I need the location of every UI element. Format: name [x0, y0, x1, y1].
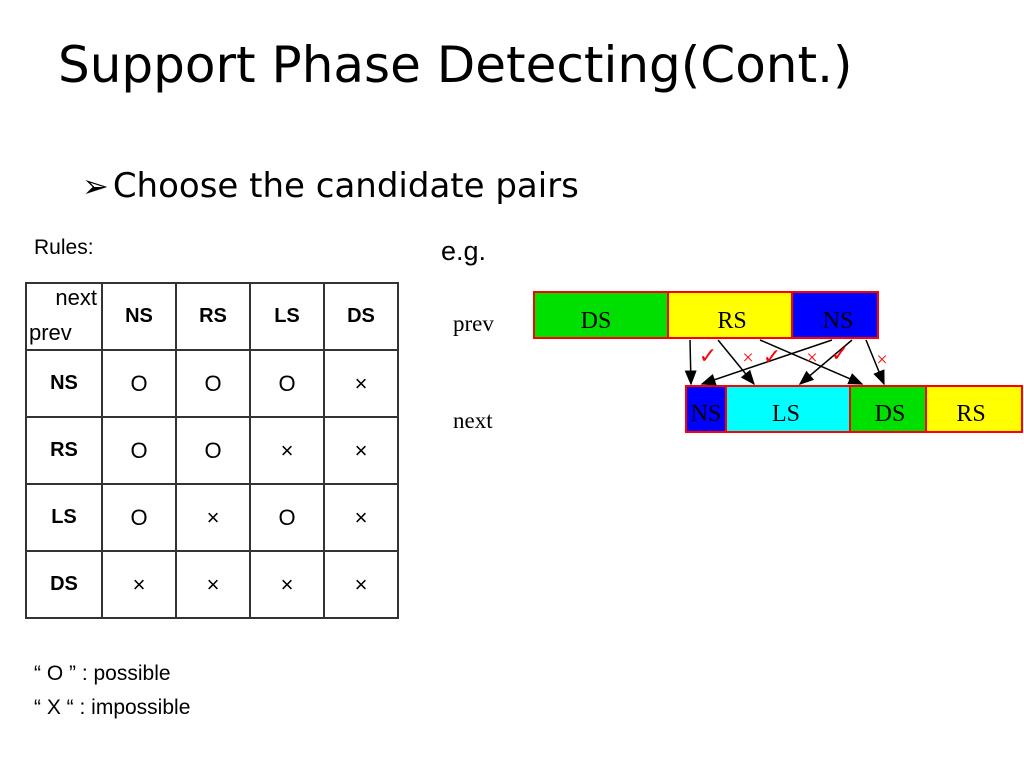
next-segment-label: RS [956, 401, 985, 427]
rule-cell: O [175, 349, 251, 418]
column-header: DS [323, 282, 399, 351]
rule-cell: × [249, 550, 325, 619]
check-mark-icon: ✓ [831, 341, 849, 366]
bullet-text: Choose the candidate pairs [112, 166, 579, 206]
cross-mark-icon: × [806, 347, 817, 369]
pair-arrow [798, 339, 853, 385]
column-header: NS [101, 282, 177, 351]
rule-cell: × [175, 483, 251, 552]
table-header-row: next prev NS RS LS DS [25, 282, 399, 351]
next-segment-ls [725, 385, 851, 433]
prev-segment-label: DS [581, 308, 612, 334]
rule-cell: × [249, 416, 325, 485]
next-segment-ds [849, 385, 927, 433]
arrow-bullet-icon: ➢ [82, 167, 109, 205]
cross-mark-icon: × [876, 349, 887, 371]
rule-cell: × [323, 550, 399, 619]
example-label: e.g. [441, 236, 487, 266]
prev-segment-rs [667, 291, 793, 339]
row-header: DS [25, 550, 103, 619]
table-row: RS O O × × [25, 416, 399, 485]
row-header: LS [25, 483, 103, 552]
rule-cell: O [175, 416, 251, 485]
bullet-item: ➢Choose the candidate pairs [82, 163, 579, 209]
legend: “ O ” : possible “ X “ : impossible [34, 657, 190, 725]
next-segment-ns [685, 385, 727, 433]
rule-cell: O [101, 349, 177, 418]
table-row: LS O × O × [25, 483, 399, 552]
check-mark-icon: ✓ [763, 344, 781, 369]
corner-prev-label: prev [29, 320, 72, 345]
table-row: NS O O O × [25, 349, 399, 418]
next-segment-rs [925, 385, 1023, 433]
row-header: RS [25, 416, 103, 485]
legend-impossible: “ X “ : impossible [34, 696, 191, 719]
rule-cell: O [101, 416, 177, 485]
rules-label: Rules: [34, 236, 94, 259]
legend-possible: “ O ” : possible [34, 662, 171, 685]
rule-cell: × [175, 550, 251, 619]
pair-arrow [865, 339, 885, 386]
rule-cell: × [101, 550, 177, 619]
pair-arrow [700, 339, 833, 386]
rule-cell: × [323, 483, 399, 552]
pair-arrow [759, 339, 864, 385]
rule-cell: × [323, 416, 399, 485]
next-label: next [453, 408, 493, 433]
rule-cell: O [249, 349, 325, 418]
next-segment-label: DS [875, 401, 906, 427]
rule-cell: O [249, 483, 325, 552]
column-header: LS [249, 282, 325, 351]
prev-segment-ns [791, 291, 879, 339]
prev-segment-label: NS [823, 308, 854, 334]
prev-label: prev [453, 311, 494, 336]
page-title: Support Phase Detecting(Cont.) [58, 36, 853, 94]
corner-next-label: next [55, 285, 97, 310]
next-segment-label: LS [772, 401, 800, 427]
table-corner-cell: next prev [25, 282, 103, 351]
prev-segment-ds [533, 291, 669, 339]
pair-arrow [717, 339, 755, 386]
rule-cell: × [323, 349, 399, 418]
row-header: NS [25, 349, 103, 418]
rule-cell: O [101, 483, 177, 552]
prev-segment-label: RS [717, 308, 746, 334]
table-row: DS × × × × [25, 550, 399, 619]
cross-mark-icon: × [742, 347, 753, 369]
rules-table: next prev NS RS LS DS NS O O O × RS O O … [25, 282, 399, 619]
check-mark-icon: ✓ [699, 343, 717, 368]
next-segment-label: NS [691, 401, 722, 427]
column-header: RS [175, 282, 251, 351]
pair-arrow [684, 339, 697, 386]
